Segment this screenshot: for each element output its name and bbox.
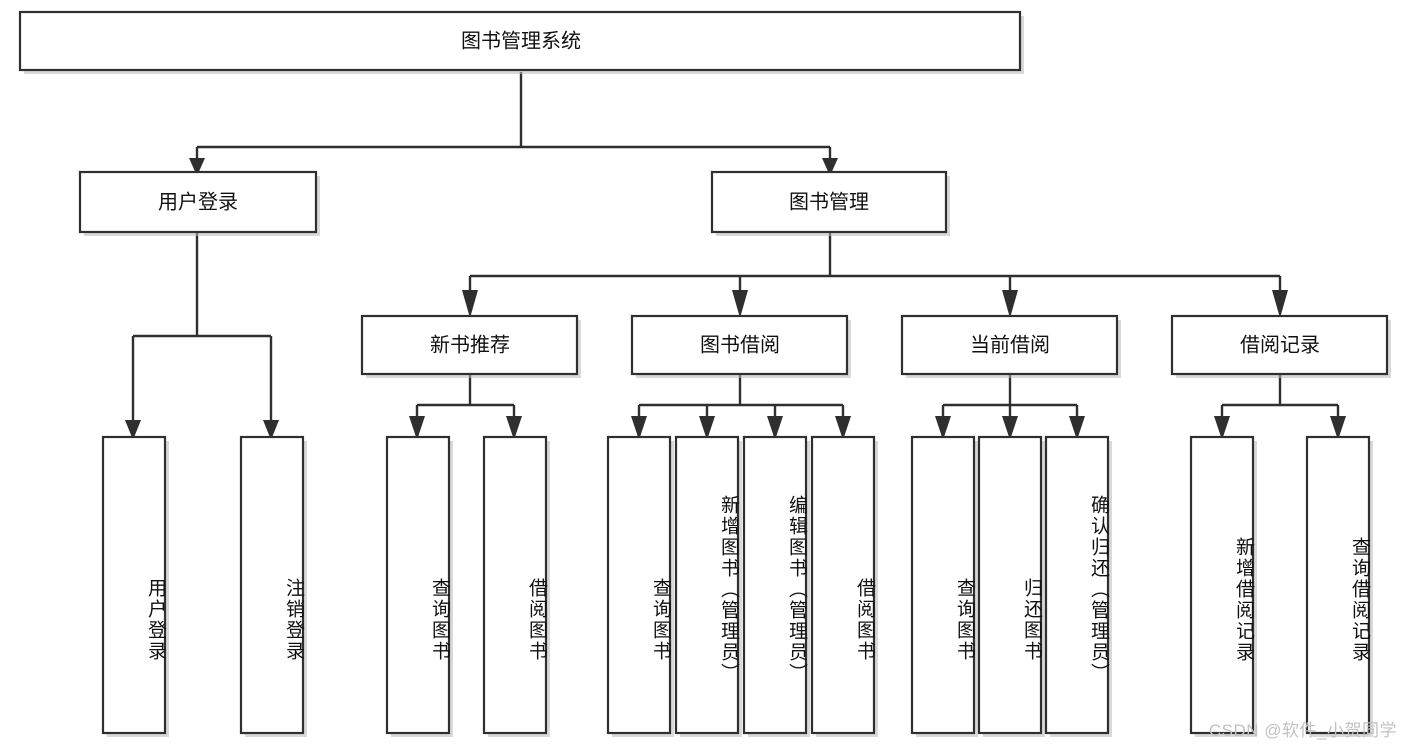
new-book-recommend-node-box[interactable] xyxy=(360,314,579,376)
new-book-recommend-node-label: 新书推荐 xyxy=(430,333,510,356)
nodes-layer: 图书管理系统 用户登录 图书管理 新书推荐 图书借阅 当前借阅 借阅记录 xyxy=(18,10,1391,737)
connectors-layer xyxy=(125,72,1346,440)
arrow-borrow-record-leaf-1 xyxy=(1214,416,1230,440)
borrow-record-node-box[interactable] xyxy=(1170,314,1389,376)
csdn-watermark: CSDN @软件_小贺同学 xyxy=(1208,721,1397,740)
arrow-book-borrow-leaf-1 xyxy=(631,416,647,440)
leaf-confirm-return-box[interactable] xyxy=(1044,435,1110,735)
arrow-book-manage-to-book-borrow xyxy=(732,290,748,318)
arrow-borrow-record-leaf-2 xyxy=(1330,416,1346,440)
leaf-borrow-book-1-box[interactable] xyxy=(482,435,548,735)
arrow-book-borrow-leaf-2 xyxy=(699,416,715,440)
arrow-book-borrow-leaf-4 xyxy=(835,416,851,440)
root-node-box[interactable] xyxy=(18,10,1022,72)
connector-book-borrow-branch xyxy=(637,375,845,418)
connector-book-manage-branch xyxy=(468,233,1282,292)
arrow-book-manage-to-borrow-record xyxy=(1272,290,1288,318)
arrow-root-to-book-manage xyxy=(822,158,838,176)
arrow-user-login-leaf-2 xyxy=(263,420,279,440)
arrow-current-borrow-leaf-3 xyxy=(1069,416,1085,440)
arrow-new-book-leaf-1 xyxy=(409,416,425,440)
arrow-root-to-user-login xyxy=(189,158,205,176)
arrow-current-borrow-leaf-2 xyxy=(1002,416,1018,440)
user-login-node-box[interactable] xyxy=(78,170,318,234)
leaf-user-logout-box[interactable] xyxy=(239,435,305,735)
book-manage-node-box[interactable] xyxy=(710,170,948,234)
leaf-query-book-3-box[interactable] xyxy=(910,435,976,735)
connector-new-book-branch xyxy=(415,375,516,418)
root-node-label: 图书管理系统 xyxy=(461,29,581,52)
arrow-new-book-leaf-2 xyxy=(506,416,522,440)
leaf-return-book-box[interactable] xyxy=(977,435,1043,735)
arrow-book-borrow-leaf-3 xyxy=(767,416,783,440)
leaf-edit-book-box[interactable] xyxy=(742,435,808,735)
leaf-query-book-1-box[interactable] xyxy=(385,435,451,735)
book-manage-node-label: 图书管理 xyxy=(789,190,869,213)
leaf-user-login-box[interactable] xyxy=(101,435,167,735)
leaf-add-book-box[interactable] xyxy=(674,435,740,735)
book-borrow-node-box[interactable] xyxy=(630,314,849,376)
user-login-node-label: 用户登录 xyxy=(158,190,238,213)
leaf-borrow-book-2-box[interactable] xyxy=(810,435,876,735)
leaf-query-book-2-box[interactable] xyxy=(606,435,672,735)
connector-current-borrow-branch xyxy=(941,375,1079,418)
current-borrow-node-label: 当前借阅 xyxy=(970,333,1050,356)
arrow-book-manage-to-current-borrow xyxy=(1002,290,1018,318)
arrow-book-manage-to-new-book xyxy=(462,290,478,318)
connector-root-trunk xyxy=(195,72,832,160)
borrow-record-node-label: 借阅记录 xyxy=(1240,333,1320,356)
connector-user-login-branch xyxy=(131,233,273,422)
leaf-query-record-box[interactable] xyxy=(1305,435,1371,735)
arrow-current-borrow-leaf-1 xyxy=(935,416,951,440)
arrow-user-login-leaf-1 xyxy=(125,420,141,440)
connector-borrow-record-branch xyxy=(1220,375,1340,418)
book-borrow-node-label: 图书借阅 xyxy=(700,333,780,356)
leaf-add-record-box[interactable] xyxy=(1189,435,1255,735)
current-borrow-node-box[interactable] xyxy=(900,314,1119,376)
